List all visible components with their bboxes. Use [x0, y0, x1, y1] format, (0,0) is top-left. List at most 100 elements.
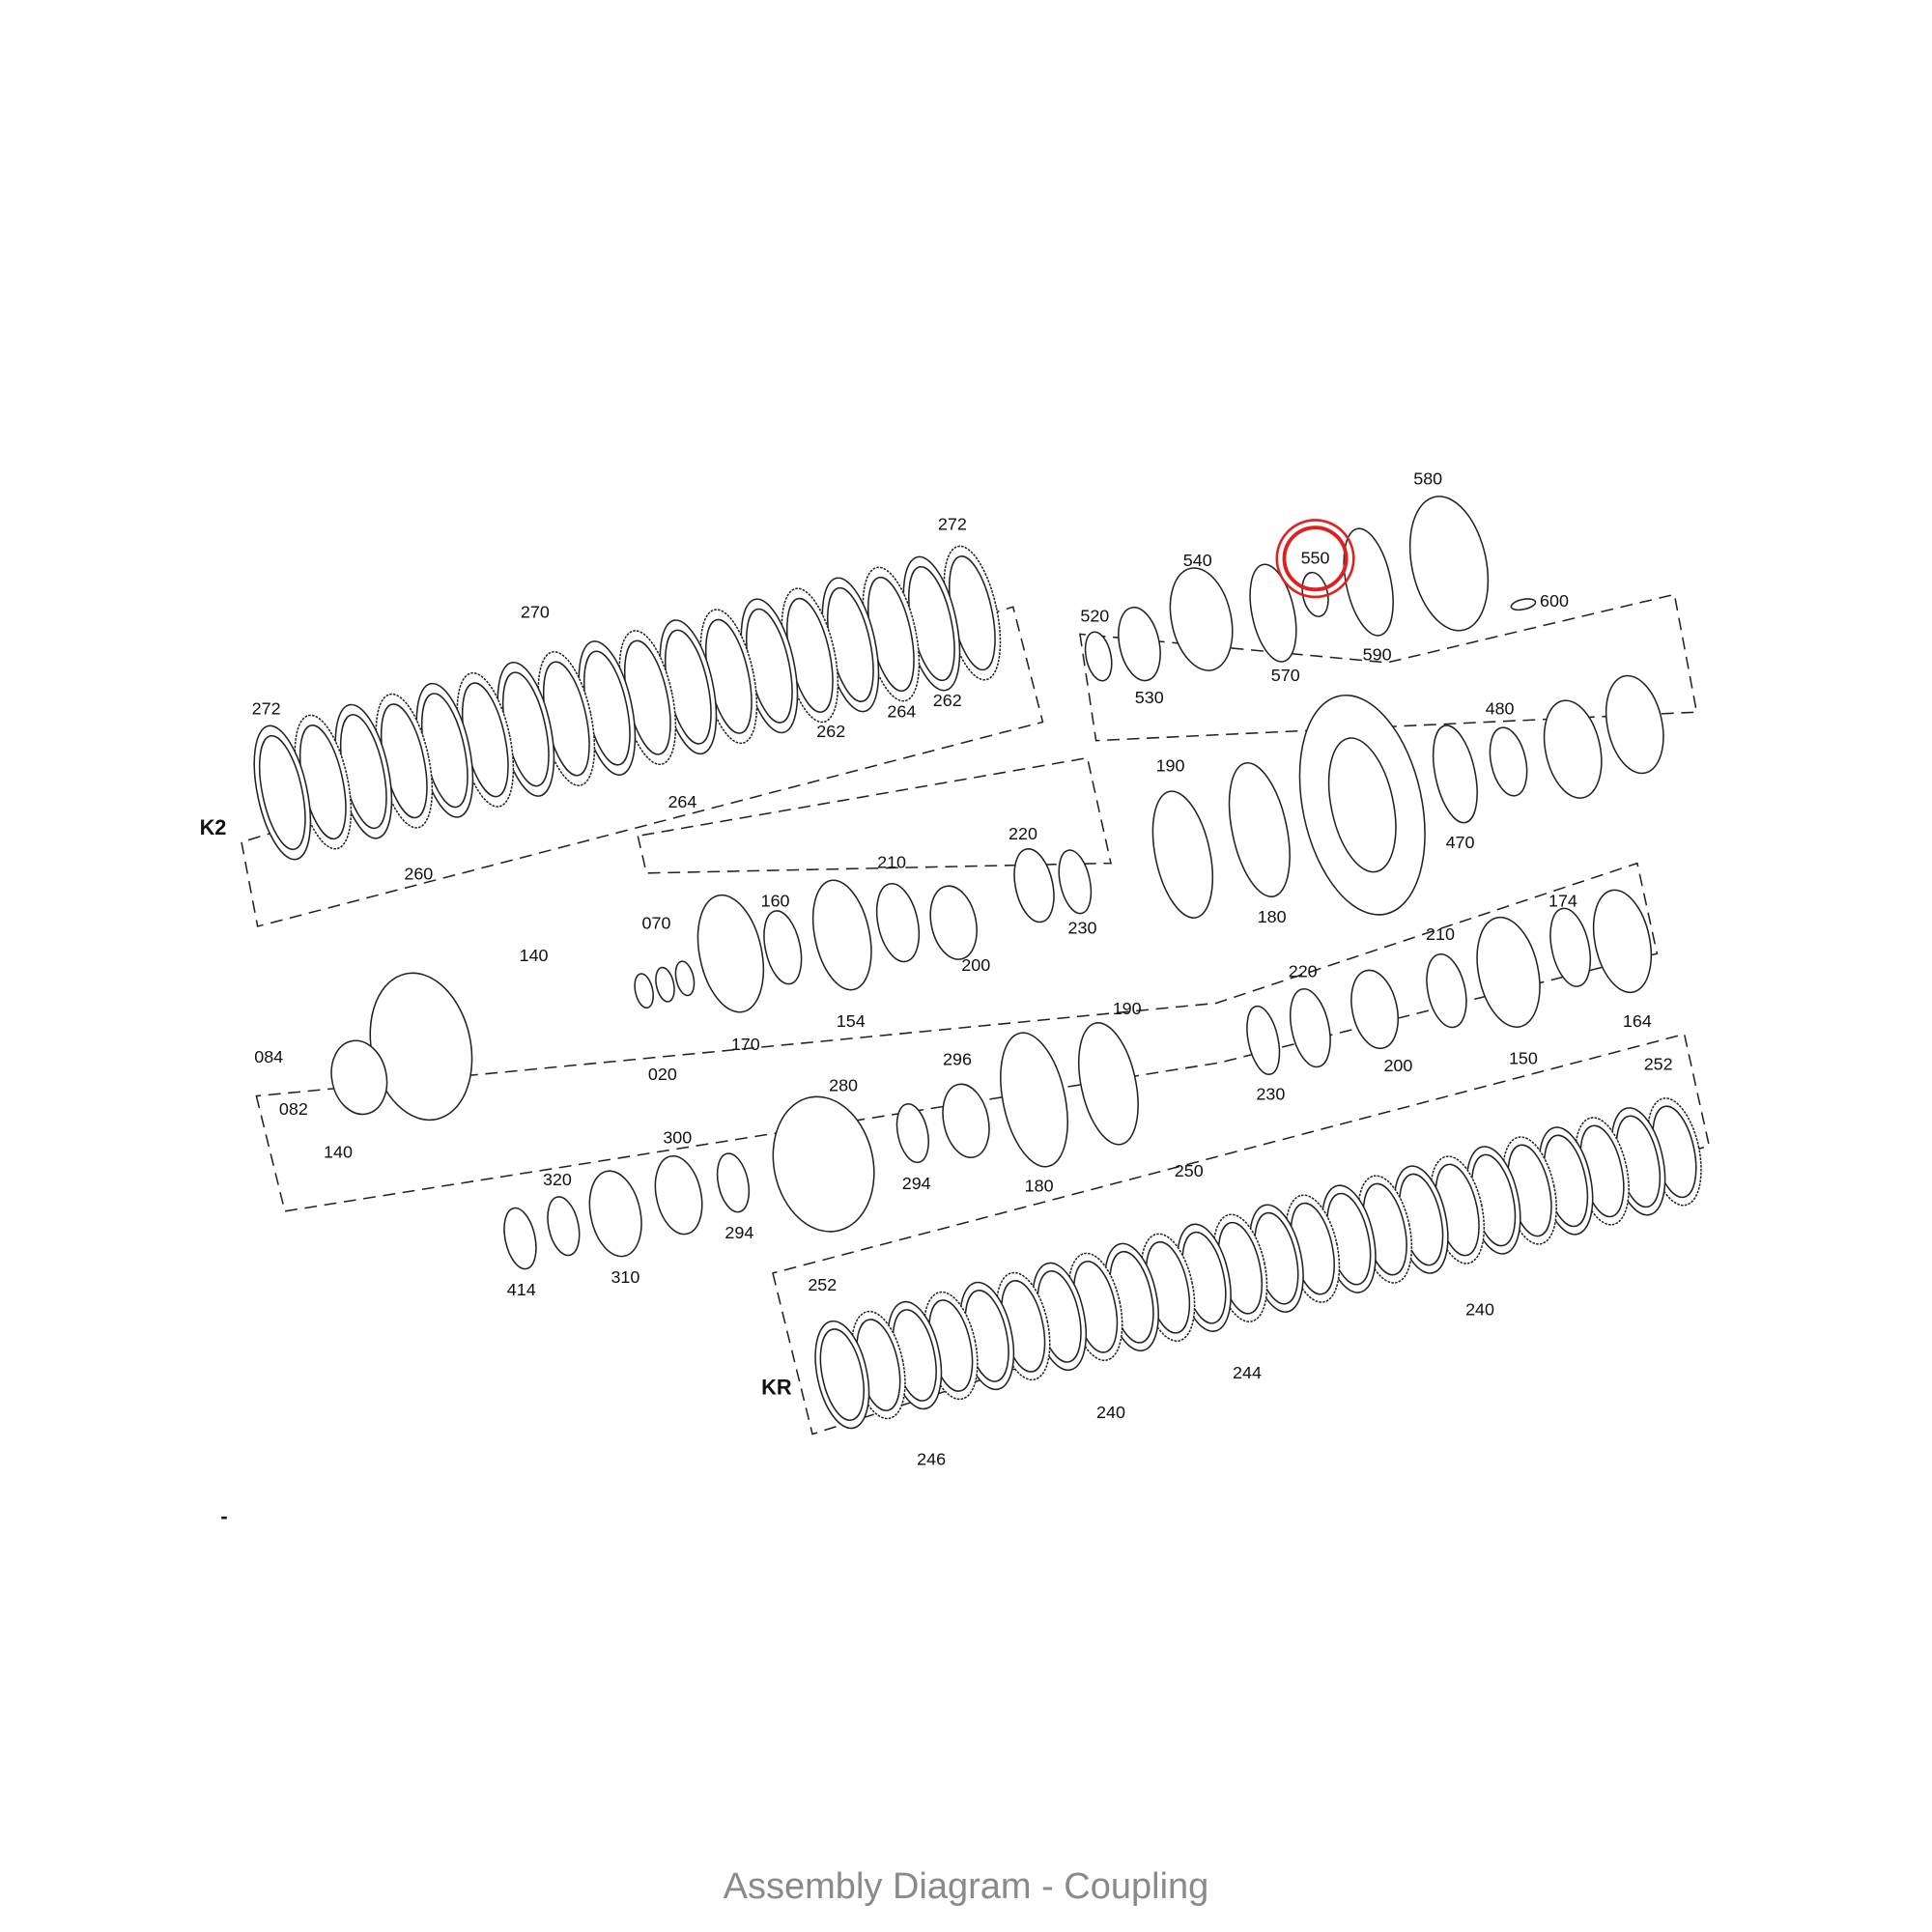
disc-164	[1592, 889, 1653, 994]
spring-200	[929, 885, 978, 960]
parts	[253, 496, 1702, 1430]
part-label-520: 520	[1080, 607, 1109, 626]
part-label-210: 210	[877, 853, 906, 872]
ring-210	[1426, 953, 1467, 1029]
gear-280	[772, 1095, 875, 1233]
part-label-180: 180	[1025, 1176, 1054, 1195]
part-label-250: 250	[1175, 1161, 1204, 1180]
k2-clutch-disc-inner	[258, 734, 306, 851]
ring-414	[503, 1207, 537, 1270]
part-label-280: 280	[829, 1075, 858, 1094]
ring-320	[547, 1196, 581, 1257]
disc-190	[1151, 790, 1214, 919]
part-label-262: 262	[933, 691, 962, 710]
part-label-170: 170	[731, 1035, 760, 1054]
ring-180	[1228, 761, 1291, 897]
part-label-082: 082	[279, 1099, 308, 1119]
part-label-590: 590	[1363, 644, 1392, 664]
part-label-480: 480	[1486, 699, 1515, 719]
part-label-260: 260	[404, 864, 433, 883]
part-label-570: 570	[1271, 666, 1300, 685]
output-group-box	[1079, 593, 1698, 742]
ring-220	[1289, 988, 1331, 1068]
ring-180	[1000, 1032, 1068, 1168]
part-label-190: 190	[1113, 999, 1142, 1018]
part-label-294: 294	[902, 1174, 931, 1193]
part-label-252: 252	[1644, 1055, 1673, 1074]
part-label-270: 270	[521, 603, 550, 622]
disc-170	[696, 894, 765, 1013]
part-label-244: 244	[1233, 1363, 1262, 1382]
part-label-252: 252	[808, 1275, 837, 1294]
highlight-marker-550	[1275, 519, 1355, 599]
part-label-220: 220	[1009, 824, 1037, 843]
bearing-296	[942, 1083, 990, 1158]
part-label-140: 140	[520, 946, 549, 965]
part-label-210: 210	[1426, 924, 1455, 944]
diagram-caption: Assembly Diagram - Coupling	[723, 1866, 1209, 1907]
ring-520	[1084, 631, 1113, 682]
part-label-264: 264	[668, 792, 696, 811]
disc-190	[1078, 1022, 1139, 1146]
part-label-070: 070	[642, 914, 671, 933]
o-ring-590	[1343, 527, 1394, 637]
part-label-272: 272	[252, 699, 281, 719]
ring-294	[895, 1103, 929, 1164]
part-label-150: 150	[1509, 1048, 1538, 1067]
part-label-540: 540	[1183, 551, 1212, 570]
ring-230	[1058, 849, 1093, 915]
part-label-310: 310	[611, 1267, 639, 1287]
ring-294	[716, 1152, 751, 1213]
k2-group-box	[241, 606, 1044, 927]
part-label-294: 294	[724, 1223, 753, 1242]
part-label-180: 180	[1258, 907, 1287, 926]
part-label-550: 550	[1301, 548, 1330, 567]
ring-160	[763, 910, 803, 985]
part-label-414: 414	[507, 1280, 536, 1299]
part-label-296: 296	[943, 1050, 972, 1069]
part-label-246: 246	[917, 1450, 946, 1469]
part-label-264: 264	[887, 701, 916, 721]
piston-group-box-upper	[637, 756, 1112, 874]
part-label-160: 160	[761, 891, 790, 910]
ring-070	[674, 960, 696, 997]
part-label-600: 600	[1540, 591, 1569, 611]
nut-550	[1301, 571, 1329, 617]
part-label-470: 470	[1446, 833, 1475, 852]
part-label-190: 190	[1156, 756, 1185, 776]
bolt-600	[1510, 598, 1537, 611]
piston-150	[1476, 916, 1541, 1028]
part-label-164: 164	[1623, 1011, 1652, 1031]
bearing-480	[1489, 726, 1528, 797]
part-label-580: 580	[1413, 469, 1442, 488]
part-labels: K2 KR - 27226027026426226426227252053054…	[200, 469, 1673, 1528]
piston-154	[811, 879, 872, 991]
part-label-240: 240	[1096, 1403, 1125, 1422]
housing-580	[1408, 496, 1490, 632]
spring-200	[1350, 969, 1399, 1050]
part-label-262: 262	[816, 722, 845, 741]
group-boundaries	[241, 593, 1711, 1435]
ring-230	[1246, 1005, 1281, 1075]
part-label-200: 200	[961, 955, 990, 975]
bearing-310	[588, 1170, 642, 1258]
shaft-hub	[330, 1039, 388, 1116]
part-label-084: 084	[254, 1047, 283, 1066]
part-label-140: 140	[324, 1143, 353, 1162]
bearing-300	[654, 1154, 703, 1236]
ring-220	[1013, 848, 1055, 923]
part-label-320: 320	[543, 1170, 572, 1189]
shaft-group-box	[255, 862, 1659, 1212]
part-label-220: 220	[1289, 962, 1318, 981]
part-label-174: 174	[1548, 891, 1577, 910]
gear-hub	[1327, 737, 1397, 873]
group-label-kr: KR	[761, 1376, 792, 1400]
ring-470	[1432, 724, 1478, 824]
spline-shaft	[1605, 674, 1664, 775]
part-label-154: 154	[837, 1011, 866, 1031]
group-label-k2: K2	[200, 815, 227, 839]
shaft-end	[1543, 699, 1603, 799]
bearing-530	[1118, 607, 1161, 682]
ring-070	[634, 973, 654, 1009]
